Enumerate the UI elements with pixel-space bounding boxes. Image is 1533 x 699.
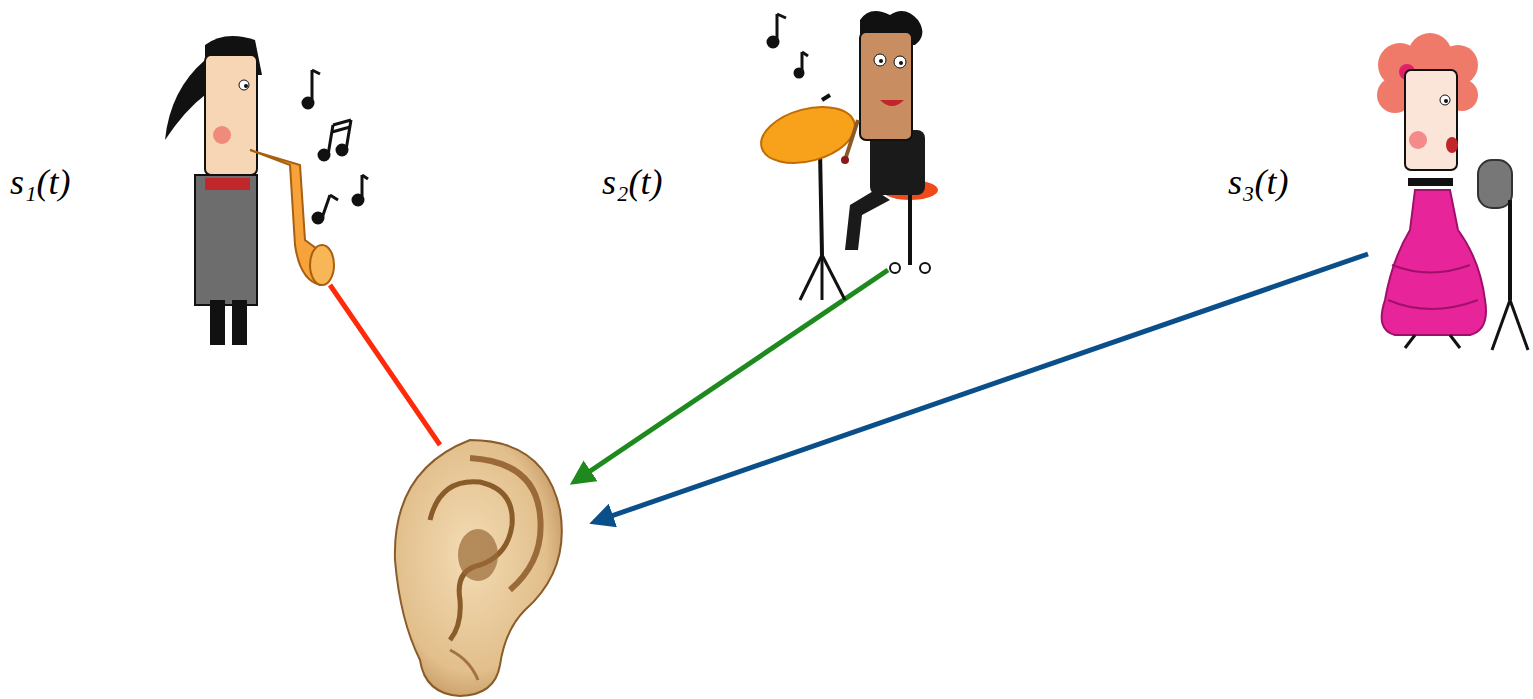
sound-path: [330, 285, 440, 445]
drummer-figure: [755, 11, 938, 300]
signal-label: s₁(t): [10, 163, 71, 203]
singer-figure: [1377, 33, 1528, 350]
ear-picture: [395, 440, 562, 696]
sound-path: [594, 254, 1368, 522]
signal-label: s₂(t): [602, 163, 663, 203]
sound-path: [574, 270, 888, 482]
signal-label: s₃(t): [1228, 163, 1289, 203]
saxophonist-figure: [165, 36, 368, 345]
